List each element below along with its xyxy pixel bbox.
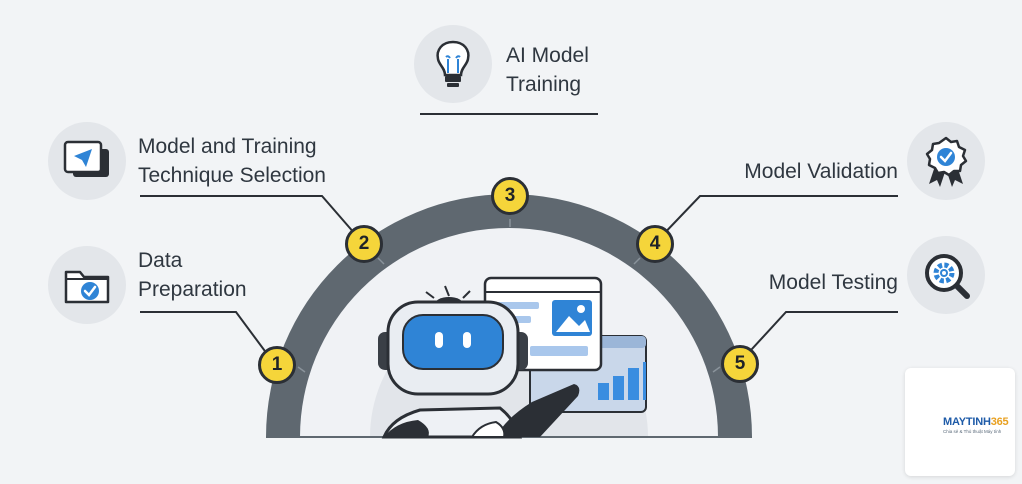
step-5-icon-circle [907,236,985,314]
robot-illustration [378,285,580,439]
step-2-badge: 2 [345,225,383,263]
step-2-icon-circle [48,122,126,200]
connector-5 [739,311,898,363]
step-3-icon-circle [414,25,492,103]
step-5-badge: 5 [721,345,759,383]
step-1-line1: Data [138,249,183,272]
gear-search-icon [925,254,970,299]
logo-name-accent: 365 [990,416,1009,428]
logo-name: MAYTINH365 [943,416,1009,428]
send-screen-icon [63,140,109,177]
folder-check-icon [64,270,110,304]
step-3-line2: Training [506,73,582,96]
lightbulb-icon [436,40,470,87]
logo-name-main: MAYTINH [943,416,991,428]
step-3-label: AI Model Training [506,41,589,99]
step-5-line1: Model Testing [768,271,898,294]
step-1-line2: Preparation [138,278,247,301]
step-5-label: Model Testing [690,268,898,297]
connector-1 [140,311,277,367]
step-1-label: Data Preparation [138,246,247,304]
connector-2 [140,195,363,243]
step-2-line1: Model and Training [138,135,317,158]
step-3-line1: AI Model [506,44,589,67]
step-1-badge: 1 [258,346,296,384]
step-2-line2: Technique Selection [138,164,326,187]
step-4-badge: 4 [636,225,674,263]
step-3-badge: 3 [491,177,529,215]
step-4-label: Model Validation [690,157,898,186]
step-2-label: Model and Training Technique Selection [138,132,326,190]
step-4-icon-circle [907,122,985,200]
watermark-logo: MAYTINH365 Chia sẻ & Thủ thuật Máy tính [905,368,1015,476]
step-4-line1: Model Validation [744,160,898,183]
award-badge-icon [925,136,968,187]
logo-tagline: Chia sẻ & Thủ thuật Máy tính [943,429,1002,434]
connector-4 [655,195,898,243]
step-1-icon-circle [48,246,126,324]
